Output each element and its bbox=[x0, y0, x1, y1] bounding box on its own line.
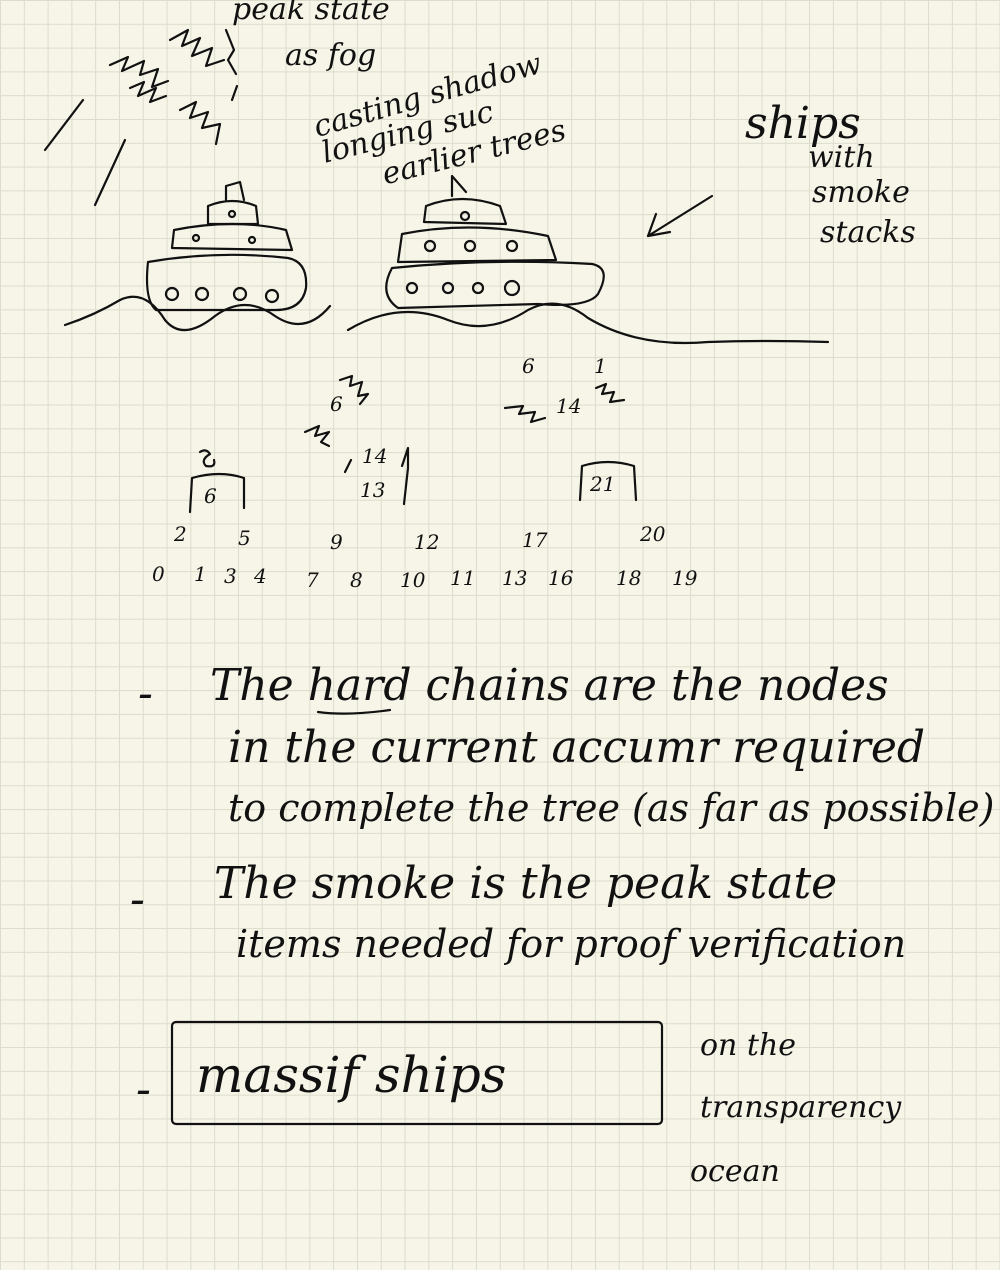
note-with: with bbox=[808, 140, 875, 175]
fog-smoke bbox=[43, 28, 239, 207]
tree-leaf: 16 bbox=[548, 566, 574, 590]
tree-box-b: 13 bbox=[360, 478, 386, 502]
tree-smoke-right-c: 14 bbox=[556, 394, 582, 418]
tree-node: 9 bbox=[330, 530, 343, 554]
tree-leaf: 0 bbox=[152, 562, 165, 586]
massif-ships-box bbox=[170, 1020, 664, 1126]
bullet-3-line-2: transparency bbox=[700, 1090, 902, 1125]
massif-ships-label: massif ships bbox=[196, 1046, 507, 1104]
tree-node: 17 bbox=[522, 528, 548, 552]
ship-right bbox=[385, 174, 605, 310]
tree-leaf: 1 bbox=[194, 562, 207, 586]
tree-leaf: 19 bbox=[672, 566, 698, 590]
bullet-1-line-3: to complete the tree (as far as possible… bbox=[228, 786, 995, 830]
note-peak-state: peak state bbox=[232, 0, 390, 27]
tree-diagram bbox=[188, 374, 638, 514]
tree-leaf: 8 bbox=[350, 568, 363, 592]
tree-leaf: 13 bbox=[502, 566, 528, 590]
tree-box-c: 21 bbox=[590, 472, 616, 496]
bullet-3-line-3: ocean bbox=[690, 1154, 780, 1189]
bullet-3-line-1: on the bbox=[700, 1028, 797, 1063]
tree-node: 5 bbox=[238, 526, 251, 550]
note-smoke: smoke bbox=[812, 175, 910, 210]
bullet-2-line-1: The smoke is the peak state bbox=[214, 858, 838, 909]
tree-smoke-right-a: 6 bbox=[522, 354, 535, 378]
ocean-waves bbox=[63, 295, 830, 345]
tree-node: 12 bbox=[414, 530, 440, 554]
tree-node: 20 bbox=[640, 522, 666, 546]
bullet-marker-1: - bbox=[138, 668, 153, 719]
bullet-1-line-1: The hard chains are the nodes bbox=[210, 660, 889, 711]
tree-smoke-left-b: 14 bbox=[362, 444, 388, 468]
bullet-marker-3: - bbox=[136, 1064, 151, 1115]
bullet-marker-2: - bbox=[130, 874, 145, 925]
note-ships: ships bbox=[745, 98, 861, 149]
tree-smoke-right-b: 1 bbox=[594, 354, 607, 378]
tree-leaf: 10 bbox=[400, 568, 426, 592]
tree-leaf: 7 bbox=[306, 568, 319, 592]
note-stacks: stacks bbox=[820, 215, 916, 250]
tree-smoke-left-a: 6 bbox=[330, 392, 343, 416]
hard-underline bbox=[316, 708, 392, 715]
note-as-fog: as fog bbox=[285, 38, 377, 73]
ship-left bbox=[145, 180, 308, 312]
bullet-2-line-2: items needed for proof verification bbox=[236, 922, 907, 966]
tree-leaf: 4 bbox=[254, 564, 267, 588]
tree-box-a: 6 bbox=[204, 484, 217, 508]
tree-leaf: 18 bbox=[616, 566, 642, 590]
bullet-1-line-2: in the current accumr required bbox=[228, 722, 926, 773]
tree-node: 2 bbox=[174, 522, 187, 546]
arrow-to-ships bbox=[646, 194, 714, 238]
tree-leaf: 11 bbox=[450, 566, 476, 590]
tree-leaf: 3 bbox=[224, 564, 237, 588]
